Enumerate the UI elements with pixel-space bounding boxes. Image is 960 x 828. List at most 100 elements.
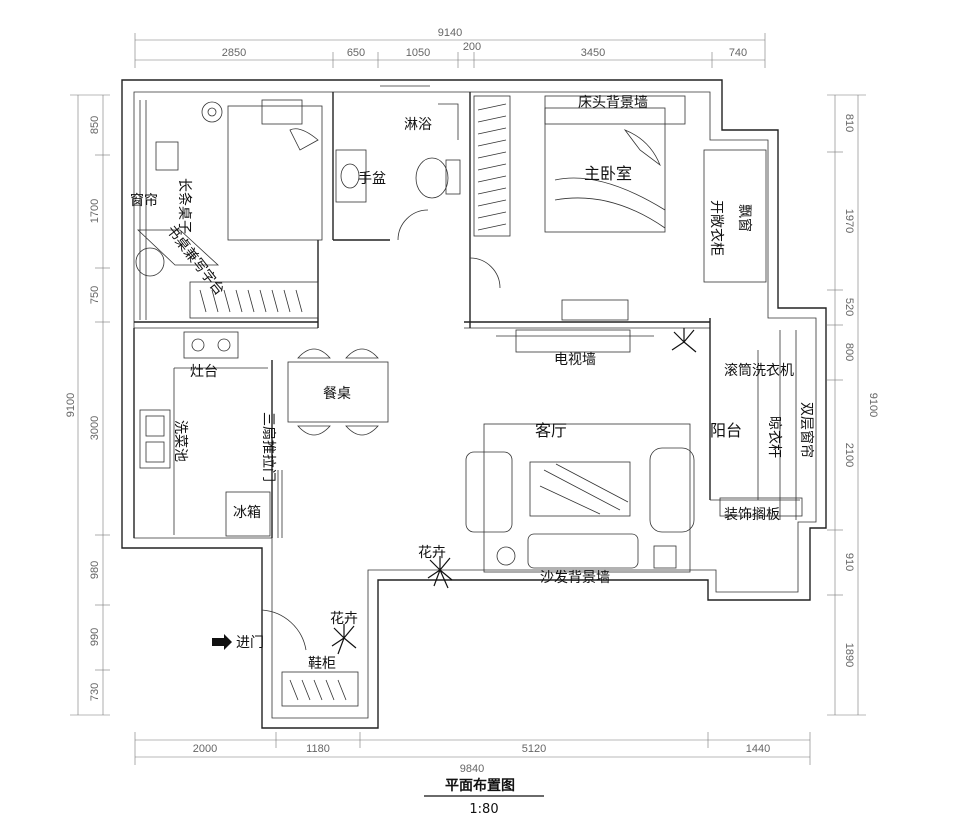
dining-chairs-bottom xyxy=(297,425,379,436)
bay-window xyxy=(703,149,767,283)
basin-counter xyxy=(335,149,367,203)
dim-top-5: 3450 xyxy=(581,47,605,59)
label-tv-wall: 电视墙 xyxy=(554,352,596,368)
label-sofa-wall: 沙发背景墙 xyxy=(540,570,610,586)
sofa xyxy=(527,533,639,569)
dim-left-2: 1700 xyxy=(89,199,101,223)
plan-scale: 1:80 xyxy=(469,802,498,817)
dim-bottom-total: 9840 xyxy=(460,763,484,775)
dim-bottom-1: 2000 xyxy=(193,743,217,755)
label-basin: 手盆 xyxy=(358,171,386,187)
lamp-right xyxy=(653,545,677,569)
entrance xyxy=(212,609,359,707)
decor-shelf xyxy=(719,497,803,517)
dim-right-7: 1890 xyxy=(843,643,855,667)
bed-fold xyxy=(289,128,319,151)
plan-footer: 平面布置图 1:80 xyxy=(424,777,544,817)
chair xyxy=(155,141,179,171)
label-drum-washer: 滚筒洗衣机 xyxy=(724,362,794,379)
dimension-lines xyxy=(70,33,866,765)
headboard xyxy=(544,95,686,125)
bed-sheet xyxy=(554,177,666,229)
balcony xyxy=(719,330,803,520)
coffee-table xyxy=(529,461,631,517)
toilet-tank xyxy=(445,159,461,195)
entry-door xyxy=(261,609,307,651)
rug xyxy=(483,423,691,573)
armchair-right xyxy=(649,447,695,533)
label-sink: 洗菜池 xyxy=(172,420,188,462)
dining-area xyxy=(287,348,389,436)
basin-icon xyxy=(340,163,360,189)
plants xyxy=(331,328,697,655)
label-living-room: 客厅 xyxy=(535,421,567,440)
kitchen xyxy=(139,331,283,538)
entry-arrow-icon xyxy=(212,634,232,650)
plan-title: 平面布置图 xyxy=(445,777,515,794)
label-long-table: 长条桌子 xyxy=(176,178,193,234)
dim-right-4: 800 xyxy=(843,343,855,361)
dim-top-1: 2850 xyxy=(222,47,246,59)
dim-left-3: 750 xyxy=(89,286,101,304)
curtain-left xyxy=(139,100,147,320)
label-wardrobe: 开敞衣柜 xyxy=(708,200,724,256)
toilet-icon xyxy=(415,157,449,199)
dim-left-1: 850 xyxy=(89,116,101,134)
dim-bottom-2: 1180 xyxy=(306,743,330,755)
dim-left-7: 730 xyxy=(89,683,101,701)
dim-top-3: 1050 xyxy=(406,47,430,59)
interior-walls xyxy=(133,92,800,538)
dim-right-5: 2100 xyxy=(843,443,855,467)
label-dining-table: 餐桌 xyxy=(323,386,351,402)
master-bed xyxy=(544,107,666,233)
dim-top-2: 650 xyxy=(347,47,365,59)
dining-table xyxy=(287,361,389,423)
second-bedroom xyxy=(135,99,323,320)
label-flower-2: 花卉 xyxy=(330,611,358,627)
dim-left-5: 980 xyxy=(89,561,101,579)
dim-right-total: 9100 xyxy=(867,393,879,417)
bathroom-door xyxy=(397,209,429,241)
dim-bottom-4: 1440 xyxy=(746,743,770,755)
dim-right-6: 910 xyxy=(843,553,855,571)
label-study-desk: 书桌兼写字台 xyxy=(163,223,227,299)
label-entrance: 进门 xyxy=(236,635,264,651)
dining-chairs-top xyxy=(297,348,379,359)
master-bedroom xyxy=(469,95,767,321)
dim-top-total: 9140 xyxy=(438,27,462,39)
label-shower: 淋浴 xyxy=(404,117,432,133)
stove-icon xyxy=(183,331,239,359)
fridge-icon xyxy=(225,491,271,537)
label-double-curtain: 双层窗帘 xyxy=(798,402,815,458)
pillow xyxy=(261,99,303,125)
balcony-curtain xyxy=(779,330,797,520)
label-flower-1: 花卉 xyxy=(418,545,446,561)
shoe-cabinet-icon xyxy=(281,671,359,707)
dim-right-1: 810 xyxy=(843,114,855,132)
desk-chair xyxy=(135,247,165,277)
armchair-left xyxy=(465,451,513,533)
label-balcony: 阳台 xyxy=(710,421,742,440)
master-door xyxy=(469,257,501,289)
living-room xyxy=(465,329,695,573)
desk-shape xyxy=(136,229,220,266)
label-decor-shelf: 装饰搁板 xyxy=(724,507,780,523)
label-shoe-cabinet: 鞋柜 xyxy=(308,656,336,672)
label-curtain: 窗帘 xyxy=(130,192,158,209)
plant-icon xyxy=(671,328,697,353)
wardrobe-small xyxy=(189,281,319,319)
room-labels: 窗帘 长条桌子 书桌兼写字台 淋浴 手盆 床头背景墙 主卧室 飘窗 开敞衣柜 灶… xyxy=(130,95,815,672)
dim-left-4: 3000 xyxy=(89,416,101,440)
bathroom xyxy=(335,79,461,241)
label-headboard-wall: 床头背景墙 xyxy=(578,95,648,111)
plant-icon xyxy=(427,556,453,589)
dim-top-4: 200 xyxy=(463,41,481,53)
dim-right-3: 520 xyxy=(843,298,855,316)
tv-cabinet-top xyxy=(561,299,629,321)
lamp-left xyxy=(496,546,516,566)
label-stove: 灶台 xyxy=(190,364,218,380)
dim-right-2: 1970 xyxy=(843,209,855,233)
outer-walls xyxy=(121,79,827,729)
bed-small xyxy=(227,105,323,241)
